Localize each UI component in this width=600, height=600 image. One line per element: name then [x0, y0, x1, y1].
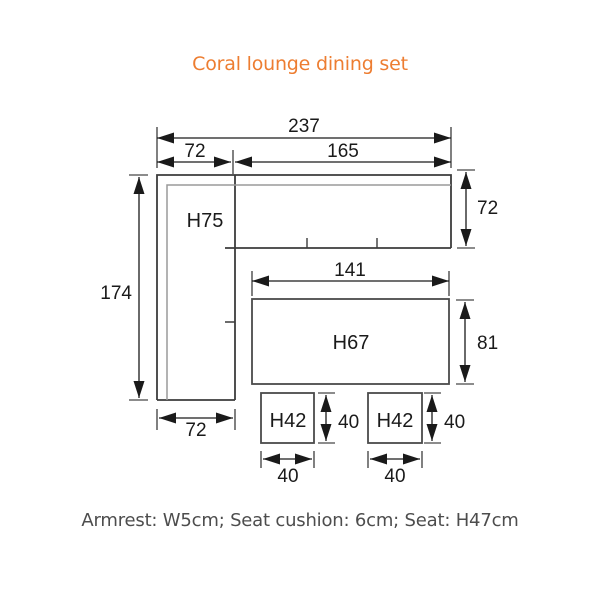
- dim-stool-1-width-label: 40: [277, 466, 298, 487]
- dim-extension-lines: [456, 299, 474, 385]
- dim-stool-2: 40 40: [367, 392, 465, 487]
- dim-sofa-arm-and-seat-width: 72 165: [157, 141, 451, 174]
- stool-2-outline: [367, 392, 423, 444]
- dim-sofa-right-depth: 72: [457, 169, 498, 249]
- page-title: Coral lounge dining set: [192, 53, 408, 75]
- sofa-height-label: H75: [187, 210, 224, 232]
- dim-stool-1: 40 40: [260, 392, 359, 487]
- dimensions-caption: Armrest: W5cm; Seat cushion: 6cm; Seat: …: [81, 510, 519, 531]
- dim-stool-2-depth-label: 40: [444, 412, 465, 433]
- dim-table-width: 141: [251, 260, 450, 296]
- dim-table-depth-label: 81: [477, 333, 498, 354]
- stool-1-height-label: H42: [270, 410, 307, 432]
- dim-sofa-total-depth-label: 174: [100, 283, 132, 304]
- dim-sofa-arm-bottom-width: 72: [156, 409, 236, 441]
- dim-table-width-label: 141: [334, 260, 366, 281]
- dim-sofa-total-depth: 174: [100, 174, 148, 401]
- dim-extension-lines: [129, 174, 148, 401]
- dim-extension-lines: [367, 392, 441, 468]
- stool-1-outline: [260, 392, 315, 444]
- table-outline: [251, 298, 450, 385]
- stool-2-height-label: H42: [377, 410, 414, 432]
- dim-sofa-total-width: 237: [156, 116, 452, 168]
- sofa-seat-division-ticks: [225, 238, 378, 323]
- stool-2-group: H42: [367, 392, 423, 444]
- table-group: H67: [251, 298, 450, 385]
- dim-table-depth: 81: [456, 299, 498, 385]
- stool-1-group: H42: [260, 392, 315, 444]
- dim-extension-lines: [457, 169, 475, 249]
- dim-sofa-seat-width-label: 165: [327, 141, 359, 162]
- sofa-backrest-inner-line: [166, 184, 451, 400]
- dim-sofa-total-width-label: 237: [288, 116, 320, 137]
- dim-extension-lines: [156, 409, 236, 430]
- dim-sofa-arm-bottom-width-label: 72: [185, 420, 206, 441]
- dim-extension-lines: [260, 392, 335, 468]
- dim-sofa-arm-width-label: 72: [184, 141, 205, 162]
- table-height-label: H67: [333, 332, 370, 354]
- sofa-outline: [156, 174, 452, 401]
- sofa-outline-group: H75: [156, 174, 452, 401]
- dim-sofa-right-depth-label: 72: [477, 198, 498, 219]
- dim-stool-1-depth-label: 40: [338, 412, 359, 433]
- dim-stool-2-width-label: 40: [384, 466, 405, 487]
